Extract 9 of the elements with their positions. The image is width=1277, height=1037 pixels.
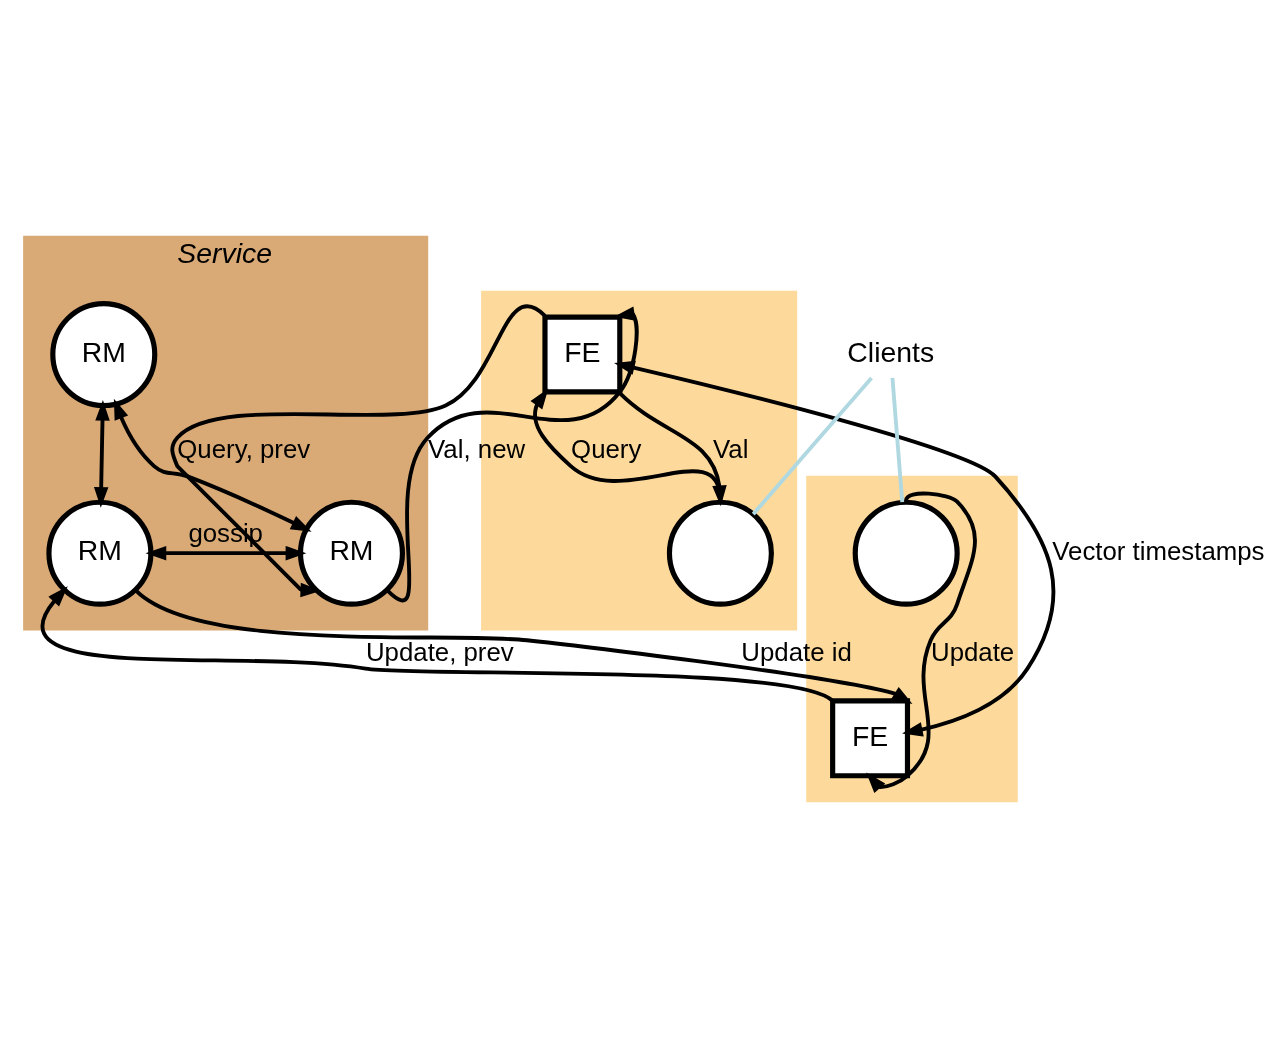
edge-label: Query [571,434,642,463]
edge-label: Vector timestamps [1052,536,1265,565]
edge-label: Val [713,434,749,463]
edge-label: Val, new [428,434,526,463]
node-text: Clients [847,335,935,368]
edge-label: Update, prev [365,637,514,666]
edge-label: Update id [741,637,852,666]
edge-label: Query, prev [177,434,311,463]
edge-label: Update [931,637,1015,666]
